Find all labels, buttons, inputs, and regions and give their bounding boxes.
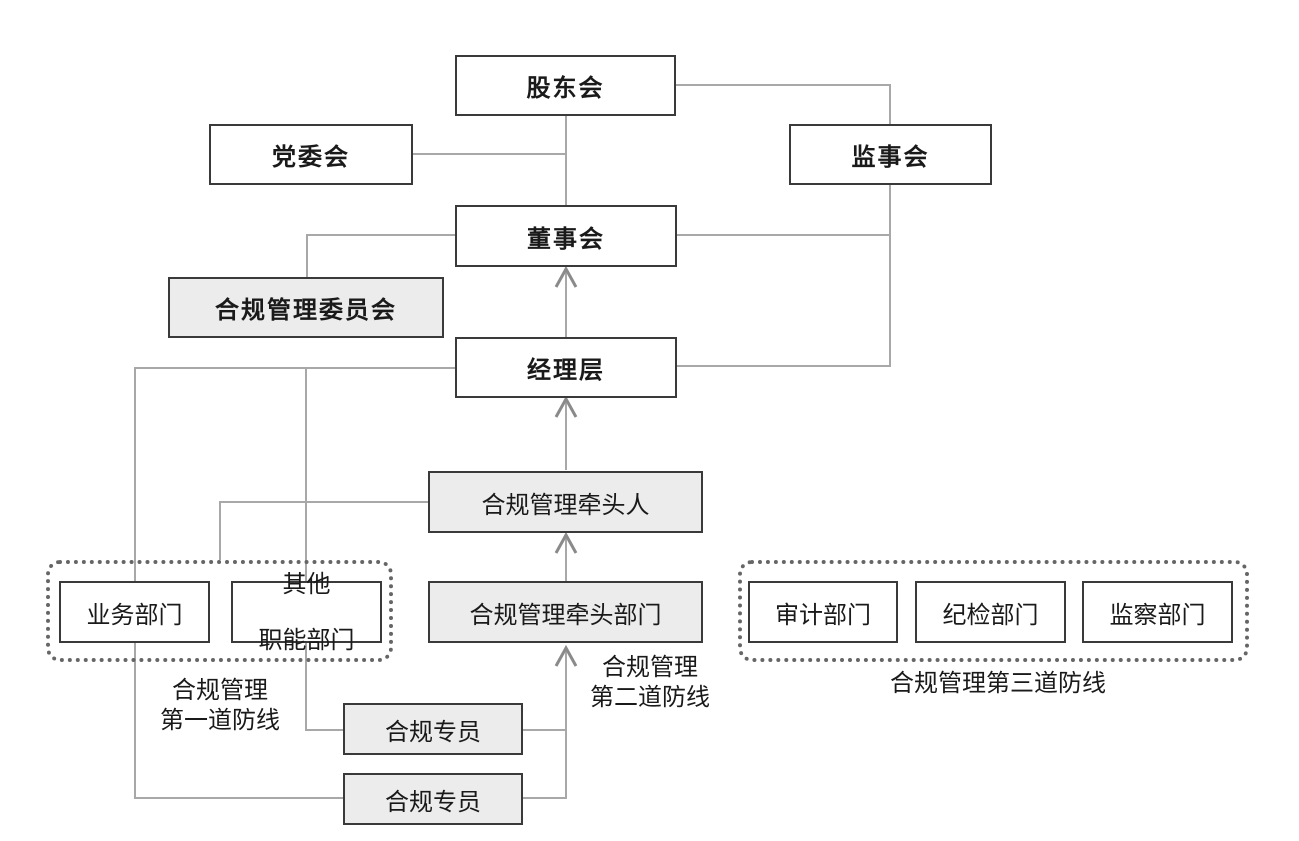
second-line-caption: 合规管理 第二道防线 [570, 652, 730, 712]
first-line-caption: 合规管理 第一道防线 [140, 675, 300, 735]
discipline-dept-label: 纪检部门 [942, 600, 1039, 629]
compliance-lead-dept-box[interactable]: 合规管理牵头部门 [428, 581, 703, 643]
compliance-committee-label: 合规管理委员会 [215, 296, 397, 324]
audit-dept-box[interactable]: 审计部门 [748, 581, 898, 643]
compliance-officer-label-2: 合规专员 [385, 787, 481, 816]
first-line-caption-a: 合规管理 [172, 676, 268, 704]
business-dept-label: 业务部门 [86, 600, 183, 629]
line-business-officer2 [134, 643, 343, 799]
management-box[interactable]: 经理层 [455, 337, 677, 398]
supervisory-board-label: 监事会 [851, 143, 930, 171]
supervision-dept-box[interactable]: 监察部门 [1082, 581, 1233, 643]
line-management-business [134, 367, 456, 581]
shareholders-label: 股东会 [526, 74, 605, 102]
line-other-officer1 [305, 643, 343, 731]
compliance-officer-box-1[interactable]: 合规专员 [343, 703, 523, 755]
compliance-officer-box-2[interactable]: 合规专员 [343, 773, 523, 825]
discipline-dept-box[interactable]: 纪检部门 [915, 581, 1066, 643]
first-line-group [46, 560, 393, 662]
compliance-committee-box[interactable]: 合规管理委员会 [168, 277, 444, 338]
line-lead-firstline [219, 501, 428, 560]
compliance-lead-box[interactable]: 合规管理牵头人 [428, 471, 703, 533]
supervisory-board-box[interactable]: 监事会 [789, 124, 992, 185]
line-board-committee [306, 234, 456, 277]
board-label: 董事会 [527, 224, 605, 253]
arrow-officer2-dept [522, 644, 578, 799]
business-dept-box[interactable]: 业务部门 [59, 581, 210, 643]
board-box[interactable]: 董事会 [455, 205, 677, 267]
other-dept-box[interactable]: 其他 职能部门 [231, 570, 382, 654]
compliance-lead-label: 合规管理牵头人 [481, 490, 650, 519]
other-dept-line2: 职能部门 [258, 626, 355, 654]
audit-dept-label: 审计部门 [775, 600, 871, 629]
other-dept-line1: 其他 [282, 570, 331, 598]
supervision-dept-label: 监察部门 [1109, 600, 1206, 629]
second-line-caption-b: 第二道防线 [590, 683, 710, 711]
party-committee-label: 党委会 [272, 143, 350, 171]
third-line-group [738, 560, 1249, 662]
management-label: 经理层 [527, 356, 605, 384]
compliance-officer-label-1: 合规专员 [385, 717, 481, 746]
third-line-caption: 合规管理第三道防线 [838, 668, 1158, 698]
first-line-caption-b: 第一道防线 [160, 706, 280, 734]
line-supervisory-board [676, 184, 891, 367]
compliance-lead-dept-label: 合规管理牵头部门 [469, 600, 662, 629]
third-line-caption-text: 合规管理第三道防线 [890, 669, 1106, 697]
other-dept-label: 其他 职能部门 [259, 542, 355, 682]
party-committee-box[interactable]: 党委会 [209, 124, 413, 185]
second-line-caption-a: 合规管理 [602, 653, 698, 681]
line-shareholders-supervisory [675, 84, 891, 124]
shareholders-box[interactable]: 股东会 [455, 55, 676, 116]
